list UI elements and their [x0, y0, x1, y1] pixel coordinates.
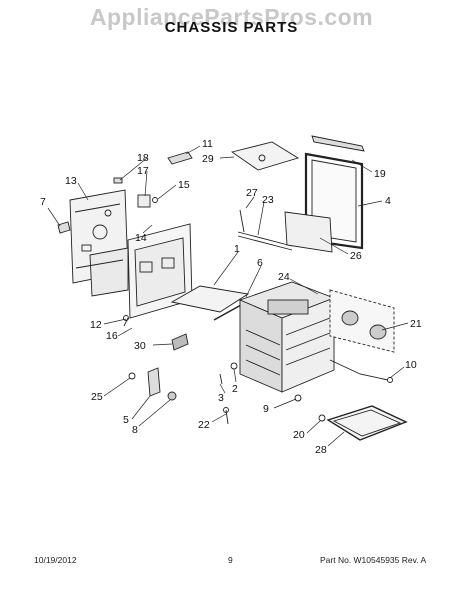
page-title: CHASSIS PARTS — [164, 19, 299, 36]
callout-5: 5 — [123, 414, 129, 426]
bracket-part — [113, 177, 158, 208]
callout-18: 18 — [137, 152, 149, 164]
callout-12: 12 — [90, 319, 102, 331]
callout-15: 15 — [178, 179, 190, 191]
callout-11: 11 — [202, 138, 213, 150]
tray-part — [170, 285, 250, 313]
callout-29: 29 — [202, 153, 214, 165]
callout-7: 7 — [40, 196, 46, 208]
footer-page-number: 9 — [228, 555, 233, 565]
callout-20: 20 — [293, 429, 305, 441]
element-part — [237, 209, 293, 251]
callout-4: 4 — [385, 195, 391, 207]
rear-panel-part — [123, 223, 193, 327]
callout-13: 13 — [65, 175, 77, 187]
side-panel-part — [69, 189, 129, 297]
top-cover-part — [230, 141, 300, 171]
screw-part-2 — [294, 394, 302, 402]
callout-10: 10 — [405, 359, 417, 371]
leader-lines — [47, 145, 409, 447]
callout-22: 22 — [198, 419, 210, 431]
callout-30: 30 — [134, 340, 146, 352]
callout-8: 8 — [132, 424, 138, 436]
callout-24: 24 — [278, 271, 290, 283]
callout-25: 25 — [91, 391, 103, 403]
leg-bracket-part — [128, 367, 177, 401]
watermark: AppliancePartsPros.com — [89, 4, 374, 30]
callout-14: 14 — [135, 232, 147, 244]
shield-plate-part — [284, 211, 333, 253]
wire-part — [329, 359, 393, 383]
screw-part-3 — [318, 414, 326, 422]
leg-part — [225, 409, 229, 425]
oven-cavity-part — [238, 281, 336, 393]
callout-27: 27 — [246, 187, 258, 199]
block-part — [171, 333, 189, 351]
callout-21: 21 — [410, 318, 422, 330]
control-panel-part — [329, 289, 395, 353]
callout-6: 6 — [257, 257, 263, 269]
callout-9: 9 — [263, 403, 269, 415]
footer-part-number: Part No. W10545935 Rev. A — [320, 555, 427, 565]
footer-date: 10/19/2012 — [34, 555, 77, 565]
callout-19: 19 — [374, 168, 386, 180]
callout-28: 28 — [315, 444, 327, 456]
oven-rack-part — [326, 405, 408, 441]
callout-26: 26 — [350, 250, 362, 262]
callout-16: 16 — [106, 330, 118, 342]
callout-1: 1 — [234, 243, 240, 255]
gasket-bar-part — [311, 135, 365, 152]
callout-17: 17 — [137, 165, 149, 177]
callout-labels: 11 18 29 17 19 13 15 7 27 23 4 14 26 1 6… — [40, 138, 422, 456]
callout-3: 3 — [218, 392, 224, 404]
top-clip-part — [167, 151, 193, 165]
callout-23: 23 — [262, 194, 274, 206]
clip-part — [57, 221, 71, 234]
callout-2: 2 — [232, 383, 238, 395]
